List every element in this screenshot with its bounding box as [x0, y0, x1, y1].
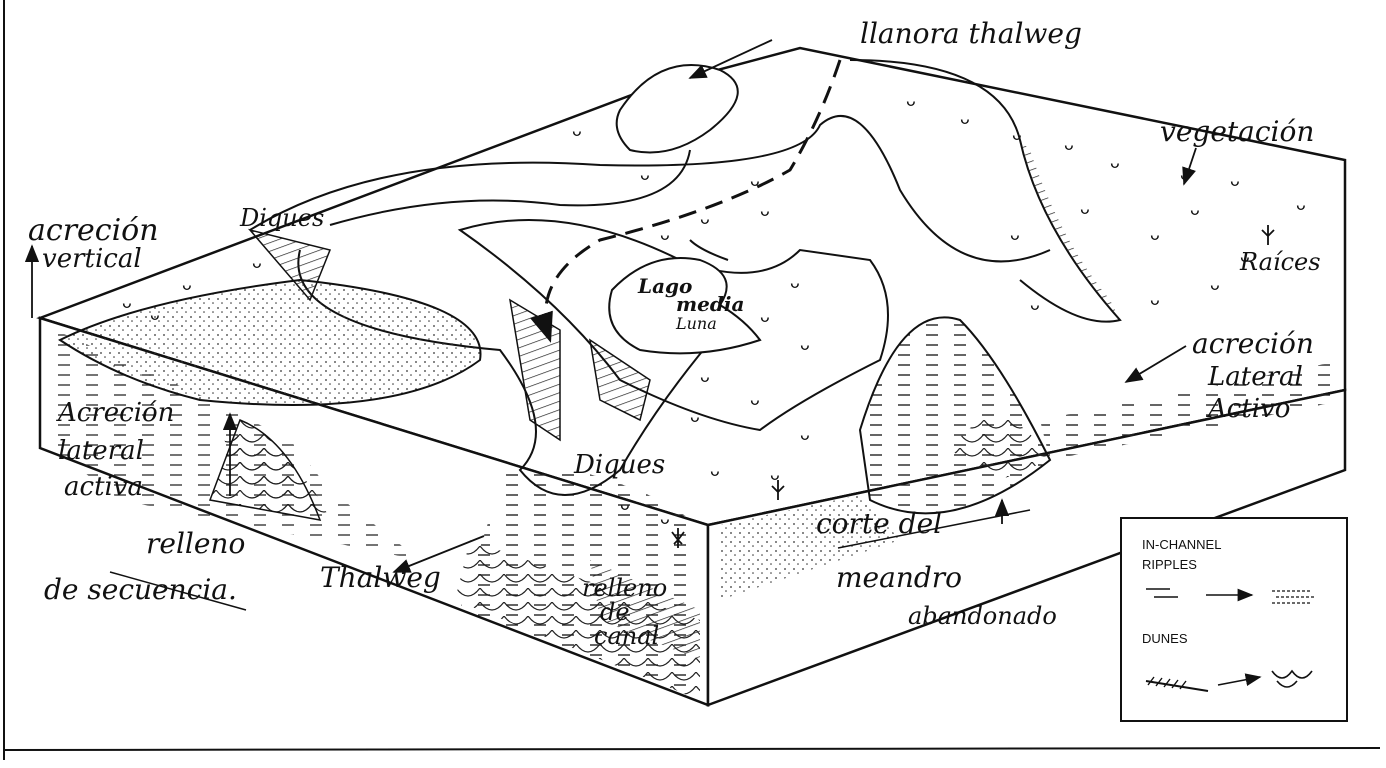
svg-text:ᴗ: ᴗ — [1296, 195, 1306, 214]
svg-text:ᴗ: ᴗ — [750, 390, 760, 409]
svg-text:ᴗ: ᴗ — [1010, 225, 1020, 244]
svg-text:ᴗ: ᴗ — [906, 91, 916, 110]
svg-text:ᴗ: ᴗ — [690, 407, 700, 426]
frame-bottom — [4, 748, 1380, 750]
svg-text:ᴗ: ᴗ — [620, 495, 630, 514]
label-diques-front: Diques — [574, 452, 665, 478]
label-acrecion-lateral-activa-line1: Acreción — [58, 400, 174, 426]
svg-text:ᴗ: ᴗ — [182, 275, 192, 294]
svg-text:ᴗ: ᴗ — [1110, 153, 1120, 172]
label-relleno-canal-line2: de — [600, 600, 630, 624]
label-acrecion-vertical-line1: acreción — [28, 216, 159, 246]
label-corte-meandro-line2: meandro — [836, 564, 962, 592]
svg-text:ᴗ: ᴗ — [150, 305, 160, 324]
svg-text:ᴗ: ᴗ — [660, 509, 670, 528]
label-llanura-thalweg: llanora thalweg — [860, 20, 1082, 48]
label-acrecion-lateral-activa-line3: activa — [64, 474, 143, 500]
label-thalweg: Thalweg — [320, 564, 441, 592]
svg-text:ᴗ: ᴗ — [660, 225, 670, 244]
label-acrecion-lateral-activo-line2: Lateral — [1208, 364, 1303, 390]
svg-text:ᴗ: ᴗ — [800, 335, 810, 354]
svg-text:ᴗ: ᴗ — [1210, 275, 1220, 294]
label-corte-meandro-line3: abandonado — [908, 604, 1057, 628]
legend-dunes: DUNES — [1142, 631, 1188, 646]
svg-text:ᴗ: ᴗ — [1030, 295, 1040, 314]
legend-in-channel: IN-CHANNEL — [1142, 537, 1221, 552]
svg-text:ᴗ: ᴗ — [1080, 199, 1090, 218]
svg-text:ᴗ: ᴗ — [750, 171, 760, 190]
svg-text:ᴗ: ᴗ — [790, 273, 800, 292]
svg-text:ᴗ: ᴗ — [122, 293, 132, 312]
label-corte-meandro-line1: corte del — [816, 510, 942, 538]
svg-text:ᴗ: ᴗ — [1150, 290, 1160, 309]
label-media: media — [676, 294, 744, 314]
label-relleno-secuencia-line2: de secuencia. — [44, 576, 237, 604]
label-acrecion-lateral-activo-line3: Activo — [1208, 396, 1290, 422]
label-vegetacion: vegetación — [1160, 118, 1314, 146]
svg-text:ᴗ: ᴗ — [640, 165, 650, 184]
label-luna: Luna — [676, 316, 717, 332]
svg-text:ᴗ: ᴗ — [710, 461, 720, 480]
legend-dunes-symbol — [1142, 651, 1332, 711]
legend-ripples: RIPPLES — [1142, 557, 1197, 572]
label-relleno-canal-line1: relleno — [582, 576, 667, 600]
svg-text:ᴗ: ᴗ — [700, 367, 710, 386]
svg-text:ᴗ: ᴗ — [960, 109, 970, 128]
label-acrecion-lateral-activo-line1: acreción — [1192, 330, 1314, 358]
legend: IN-CHANNEL RIPPLES DUNES — [1120, 517, 1348, 722]
label-raices: Raíces — [1240, 250, 1321, 274]
svg-text:ᴗ: ᴗ — [800, 425, 810, 444]
svg-text:ᴗ: ᴗ — [700, 209, 710, 228]
label-diques-top: Diques — [240, 206, 324, 230]
label-relleno-secuencia-line1: relleno — [146, 530, 245, 558]
svg-text:ᴗ: ᴗ — [1150, 225, 1160, 244]
svg-text:ᴗ: ᴗ — [760, 201, 770, 220]
svg-text:ᴗ: ᴗ — [760, 307, 770, 326]
label-acrecion-lateral-activa-line2: lateral — [58, 438, 144, 464]
svg-text:ᴗ: ᴗ — [1230, 171, 1240, 190]
svg-text:ᴗ: ᴗ — [1012, 125, 1022, 144]
legend-ripples-symbol — [1142, 577, 1332, 617]
label-acrecion-vertical-line2: vertical — [42, 246, 142, 272]
svg-text:ᴗ: ᴗ — [1190, 200, 1200, 219]
svg-text:ᴗ: ᴗ — [572, 121, 582, 140]
svg-text:ᴗ: ᴗ — [252, 253, 262, 272]
svg-text:ᴗ: ᴗ — [1064, 135, 1074, 154]
label-relleno-canal-line3: canal — [594, 624, 659, 648]
